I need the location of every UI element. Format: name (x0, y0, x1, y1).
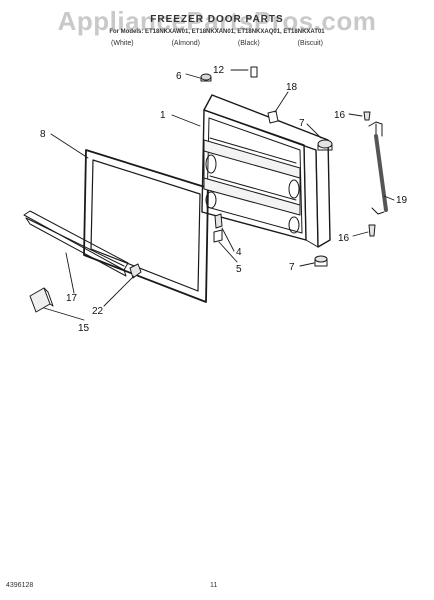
page-number: 11 (210, 582, 218, 589)
door-trim-part (23, 210, 129, 277)
callout-22: 22 (92, 306, 104, 317)
color-variants: (White) (Almond) (Black) (Biscuit) (0, 40, 434, 47)
door-handle-part (368, 121, 388, 215)
callout-1: 1 (160, 110, 166, 121)
callout-16-bottom: 16 (338, 233, 350, 244)
label-part (267, 110, 279, 124)
document-number: 4396128 (6, 582, 34, 589)
callout-19: 19 (396, 195, 408, 206)
model-list: For Models: ET18NKXAW01, ET18NKXAN01, ET… (109, 29, 325, 35)
screw-part-16-top (363, 111, 371, 121)
watermark: AppliancePartsPros.com (57, 6, 377, 36)
color-biscuit: (Biscuit) (297, 40, 323, 47)
callout-5: 5 (236, 264, 242, 275)
bracket-part (29, 287, 54, 313)
callout-7-upper: 7 (299, 118, 305, 129)
door-gasket-part (83, 149, 209, 303)
door-stop-cap-upper (317, 139, 333, 151)
callout-17: 17 (66, 293, 78, 304)
color-black: (Black) (237, 40, 260, 47)
callout-6: 6 (176, 71, 182, 82)
page-title: FREEZER DOOR PARTS (150, 14, 284, 25)
callout-15: 15 (78, 323, 90, 334)
color-almond: (Almond) (171, 40, 200, 47)
callout-16-top: 16 (334, 110, 346, 121)
screw-part-6 (200, 73, 212, 82)
door-stop-cap-lower (314, 255, 328, 267)
leader-lines (43, 69, 395, 321)
hinge-pin-part (213, 213, 223, 243)
plug-part (250, 66, 258, 78)
trim-end-cap-part (129, 263, 142, 279)
door-assembly-part (201, 94, 331, 248)
callout-12: 12 (213, 65, 225, 76)
callout-7-lower: 7 (289, 262, 295, 273)
callout-18: 18 (286, 82, 298, 93)
callout-4: 4 (236, 247, 242, 258)
color-white: (White) (111, 40, 134, 47)
callout-labels: 1 4 5 6 7 7 8 12 15 16 16 17 18 19 22 (40, 65, 408, 334)
callout-8: 8 (40, 129, 46, 140)
screw-part-16-bottom (368, 224, 376, 237)
